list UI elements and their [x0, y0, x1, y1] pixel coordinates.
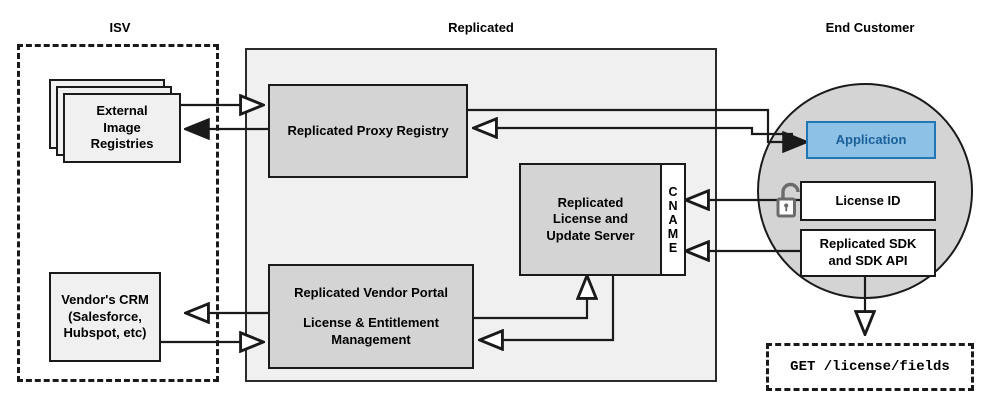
external-image-registries[interactable]: External Image Registries: [63, 93, 181, 163]
link-vendor-portal-to-license-server: [474, 276, 587, 320]
cname-letter-m: M: [667, 226, 679, 241]
zone-title-end-customer: End Customer: [825, 20, 915, 35]
replicated-license-update-server[interactable]: Replicated License and Update Server: [519, 163, 662, 276]
cname-letter-c: C: [668, 184, 678, 199]
isv-boundary: [17, 44, 219, 382]
cname-strip[interactable]: C N A M E: [660, 163, 686, 276]
link-application-to-proxy: [474, 128, 793, 134]
zone-title-replicated: Replicated: [448, 20, 514, 35]
replicated-vendor-portal[interactable]: Replicated Vendor Portal License & Entit…: [268, 264, 474, 369]
cname-letter-e: E: [668, 240, 678, 255]
link-license-server-to-vendor-portal: [480, 276, 615, 340]
replicated-proxy-registry[interactable]: Replicated Proxy Registry: [268, 84, 468, 178]
customer-license-id[interactable]: License ID: [800, 181, 936, 221]
link-proxy-to-application: [468, 108, 806, 142]
vendor-crm[interactable]: Vendor's CRM (Salesforce, Hubspot, etc): [49, 272, 161, 362]
vendor-portal-subtitle: License & Entitlement Management: [303, 315, 439, 347]
cname-letter-n: N: [668, 198, 678, 213]
open-padlock-icon: [772, 180, 806, 222]
customer-application[interactable]: Application: [806, 121, 936, 159]
cname-letter-a: A: [668, 212, 678, 227]
api-request-box[interactable]: GET /license/fields: [766, 343, 974, 391]
zone-title-isv: ISV: [109, 20, 131, 35]
customer-replicated-sdk[interactable]: Replicated SDK and SDK API: [800, 229, 936, 277]
vendor-portal-title: Replicated Vendor Portal: [294, 284, 448, 300]
